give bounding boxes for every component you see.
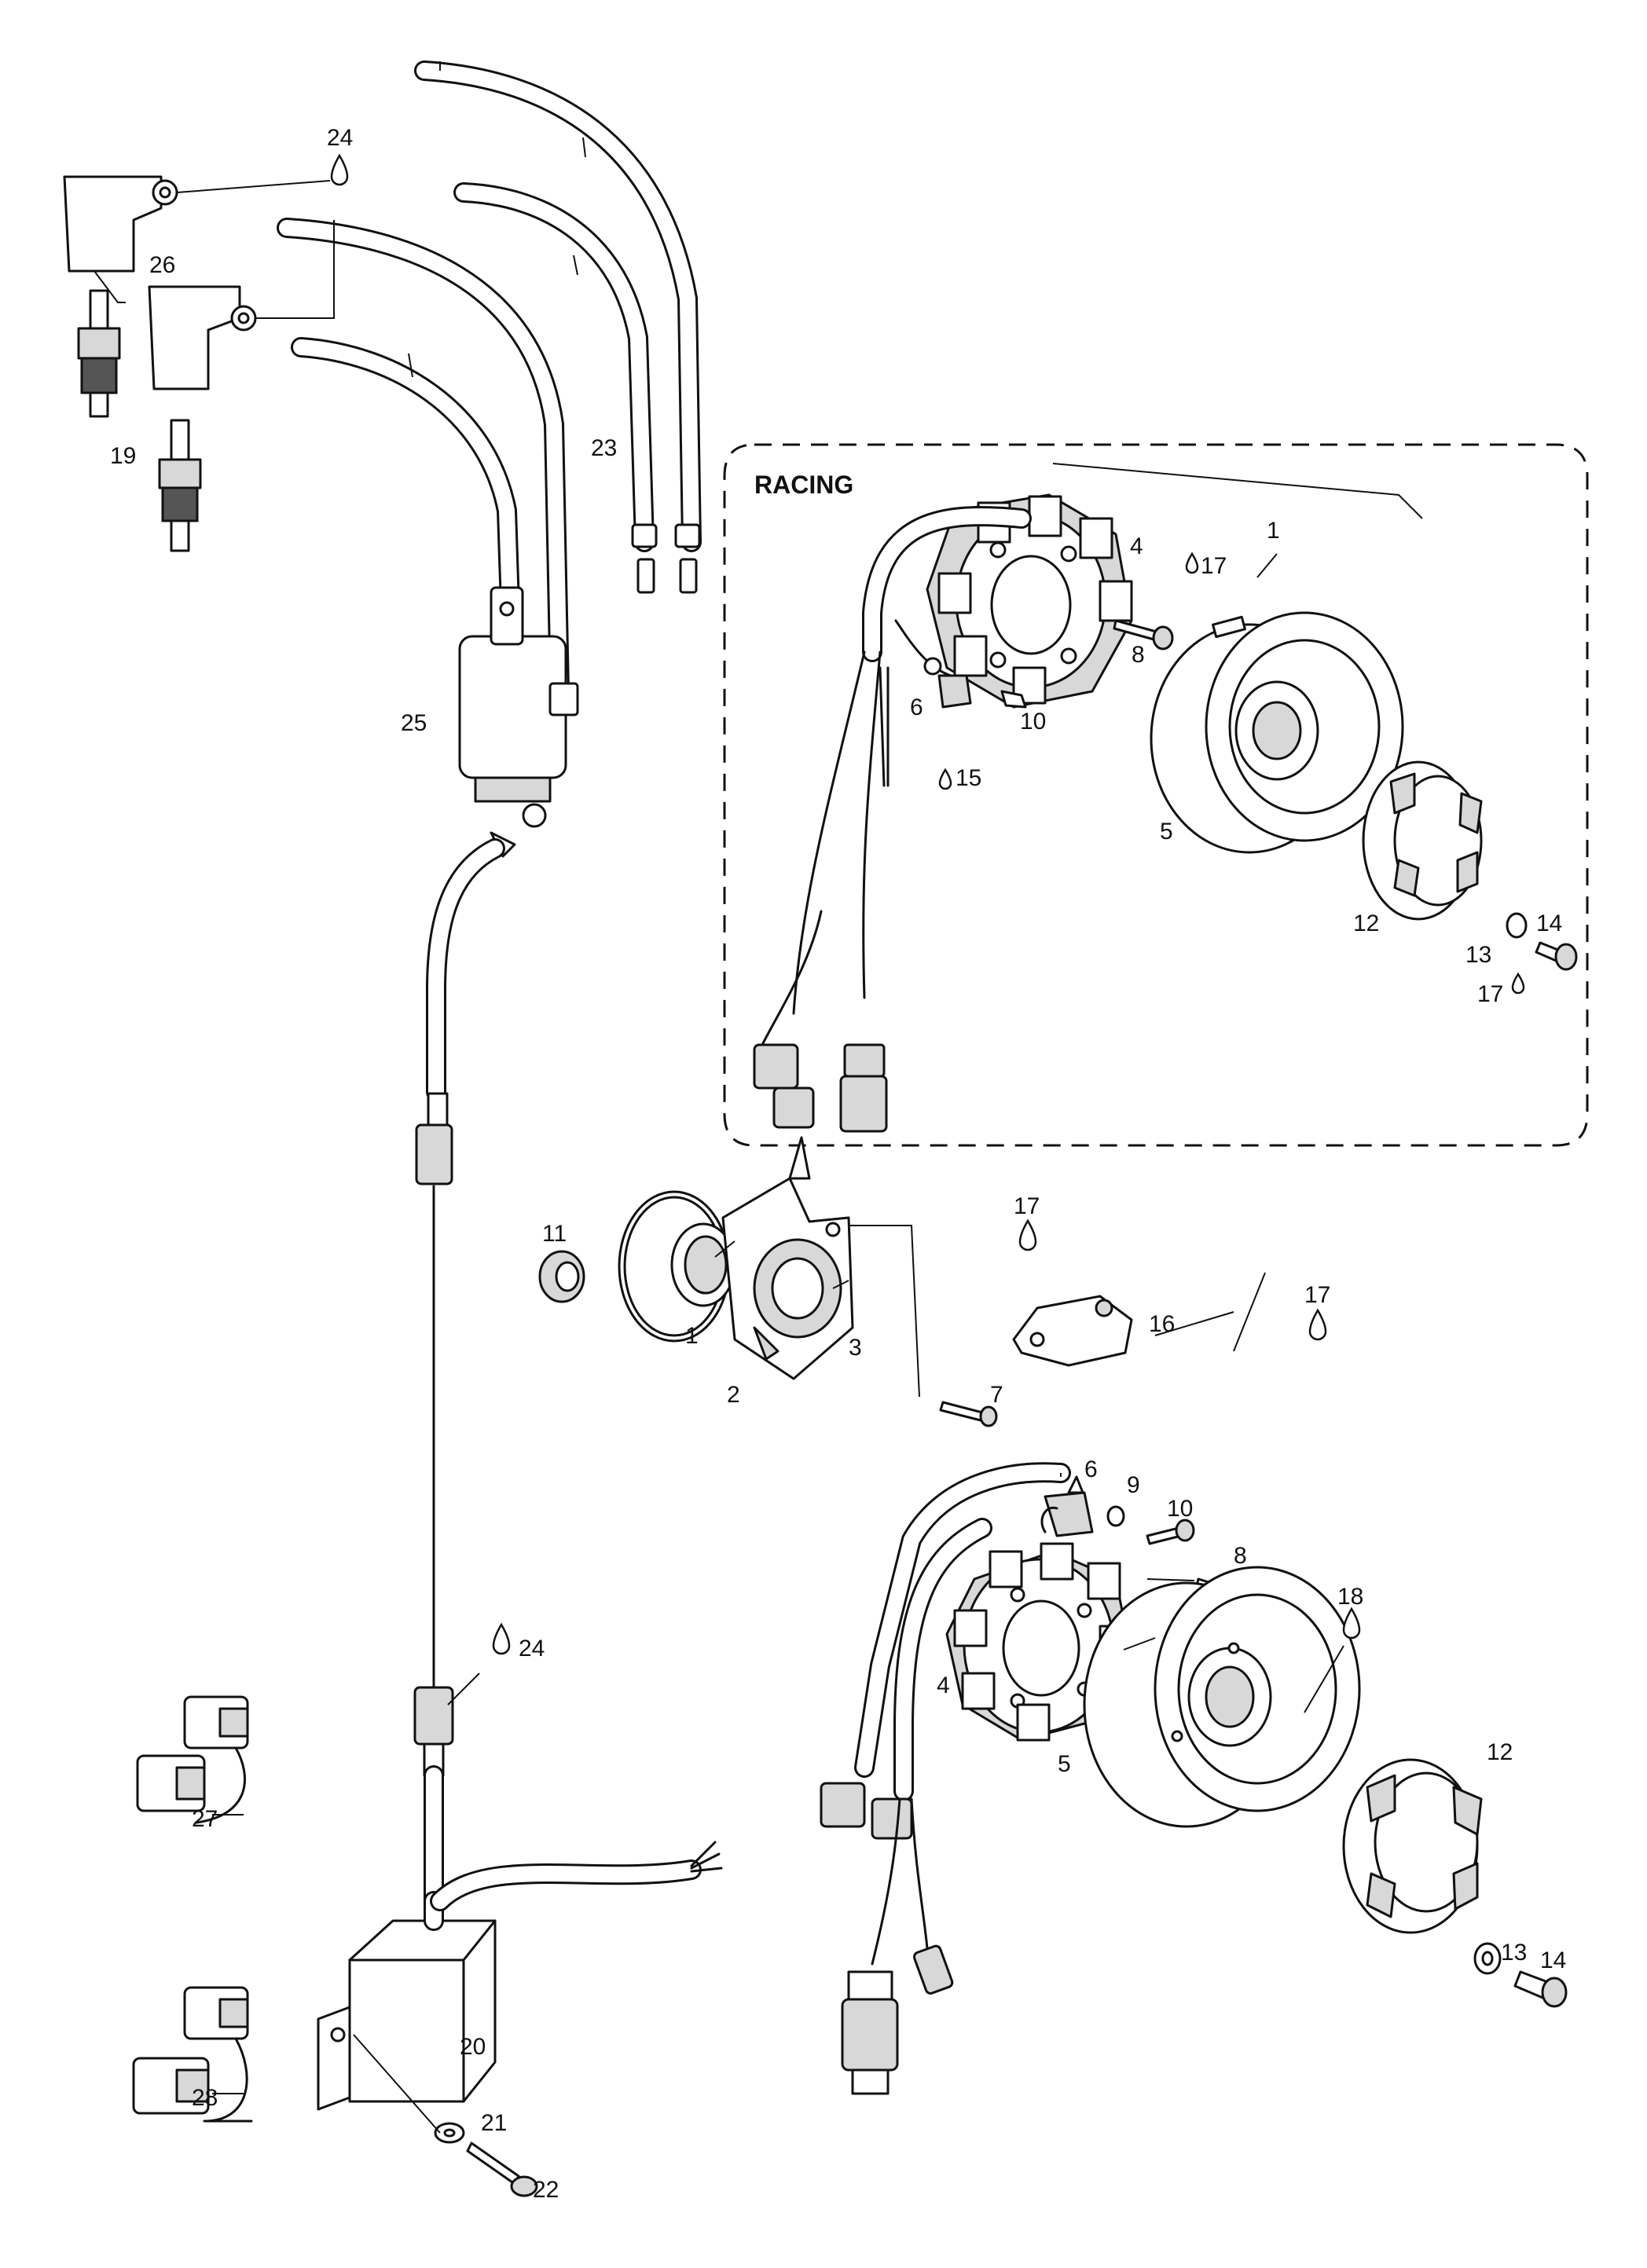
callout-racing-17: 17 <box>1201 553 1227 579</box>
cdi-unit <box>317 1841 723 2111</box>
stator-harness <box>820 1462 1071 2095</box>
racing-washer <box>1506 912 1528 939</box>
lubricant-drop-icon <box>1018 1218 1037 1251</box>
lubricant-drop-icon <box>1308 1308 1327 1341</box>
callout-racing-14: 14 <box>1536 910 1562 936</box>
callout-13: 13 <box>1501 1940 1527 1966</box>
coil-output-cable <box>413 838 505 1911</box>
lubricant-drop-icon <box>1342 1607 1361 1640</box>
callout-9: 9 <box>1127 1472 1140 1498</box>
cdi-washer <box>434 2122 465 2144</box>
callout-27: 27 <box>192 1806 218 1832</box>
callout-racing-12: 12 <box>1353 910 1379 936</box>
callout-11: 11 <box>542 1221 567 1247</box>
pickup-washer <box>1106 1505 1125 1527</box>
spark-plug-cap-lower <box>148 285 257 390</box>
callout-racing-8: 8 <box>1132 642 1145 668</box>
callout-20: 20 <box>460 2034 486 2060</box>
callout-racing-13: 13 <box>1465 942 1491 968</box>
racing-pickup <box>923 657 1027 709</box>
callout-8: 8 <box>1234 1543 1247 1569</box>
callout-24: 24 <box>519 1636 545 1662</box>
stator-base-plate <box>721 1136 854 1380</box>
callout-racing-10: 10 <box>1020 709 1046 735</box>
callout-22: 22 <box>533 2177 559 2203</box>
connector-kit-b <box>132 1986 253 2123</box>
racing-stator-bolt <box>1113 619 1174 650</box>
racing-stator-harness <box>753 506 1032 1133</box>
callout-12: 12 <box>1487 1739 1513 1765</box>
lubricant-drop-icon <box>330 153 349 186</box>
callout-2: 2 <box>727 1382 740 1408</box>
callout-4: 4 <box>937 1673 950 1698</box>
pickup-screw <box>1146 1519 1195 1545</box>
callout-5: 5 <box>1058 1751 1071 1777</box>
callouts: 24 26 19 23 25 4 17 1 8 6 10 15 5 12 13 … <box>110 125 1566 2203</box>
callout-18: 18 <box>1337 1584 1363 1610</box>
cover-screw <box>939 1401 998 1427</box>
lubricant-drop-icon <box>1511 972 1525 995</box>
racing-inset-frame <box>723 443 1589 1147</box>
callout-23: 23 <box>591 435 617 461</box>
rotor-sleeve <box>1342 1758 1483 1934</box>
callout-16: 16 <box>1149 1311 1175 1337</box>
racing-label: RACING <box>754 471 853 499</box>
shaft-seal <box>670 1222 736 1307</box>
spark-plug-lower <box>158 419 202 552</box>
callout-10: 10 <box>1167 1496 1193 1522</box>
callout-3: 3 <box>849 1335 862 1361</box>
racing-flywheel <box>1150 611 1404 854</box>
callout-24-top: 24 <box>327 125 353 151</box>
ht-lead-set <box>277 60 702 702</box>
callout-1: 1 <box>685 1323 699 1349</box>
callout-racing-6: 6 <box>910 694 923 720</box>
callout-19: 19 <box>110 443 136 469</box>
callout-17-cover: 17 <box>1014 1193 1040 1219</box>
stator-coil <box>945 1542 1133 1742</box>
callout-racing-17b: 17 <box>1477 981 1503 1007</box>
leader-lines <box>94 270 1344 2094</box>
callout-7: 7 <box>990 1382 1003 1408</box>
callout-racing-5: 5 <box>1160 819 1173 845</box>
callout-14: 14 <box>1540 1947 1566 1973</box>
callout-racing-1: 1 <box>1267 518 1280 544</box>
cdi-bolt <box>466 2142 538 2197</box>
callout-28: 28 <box>192 2085 218 2111</box>
callout-26: 26 <box>149 252 175 278</box>
flywheel <box>1083 1566 1361 1828</box>
connector-kit-a <box>136 1695 249 1824</box>
rotor-bolt <box>1513 1970 1568 2008</box>
washer <box>1473 1942 1502 1975</box>
pickup-sensor <box>1040 1475 1094 1537</box>
spark-plug-upper <box>77 289 121 418</box>
spacer-nut <box>538 1250 585 1303</box>
spark-plug-cap-upper <box>63 175 178 273</box>
callout-racing-4: 4 <box>1130 533 1143 559</box>
racing-rotor-bolt <box>1535 941 1578 971</box>
ignition-coil <box>458 586 579 858</box>
racing-rotor-sleeve <box>1362 760 1483 921</box>
callout-25: 25 <box>401 710 427 736</box>
lubricant-drop-icon <box>492 1622 511 1655</box>
callout-17-bolt: 17 <box>1304 1282 1330 1308</box>
lubricant-drop-icon <box>1185 551 1199 574</box>
callout-21: 21 <box>481 2110 507 2136</box>
lubricant-drop-icon <box>938 768 952 790</box>
callout-6: 6 <box>1084 1456 1098 1482</box>
cover-plate <box>1012 1295 1133 1367</box>
callout-racing-15: 15 <box>956 765 981 791</box>
